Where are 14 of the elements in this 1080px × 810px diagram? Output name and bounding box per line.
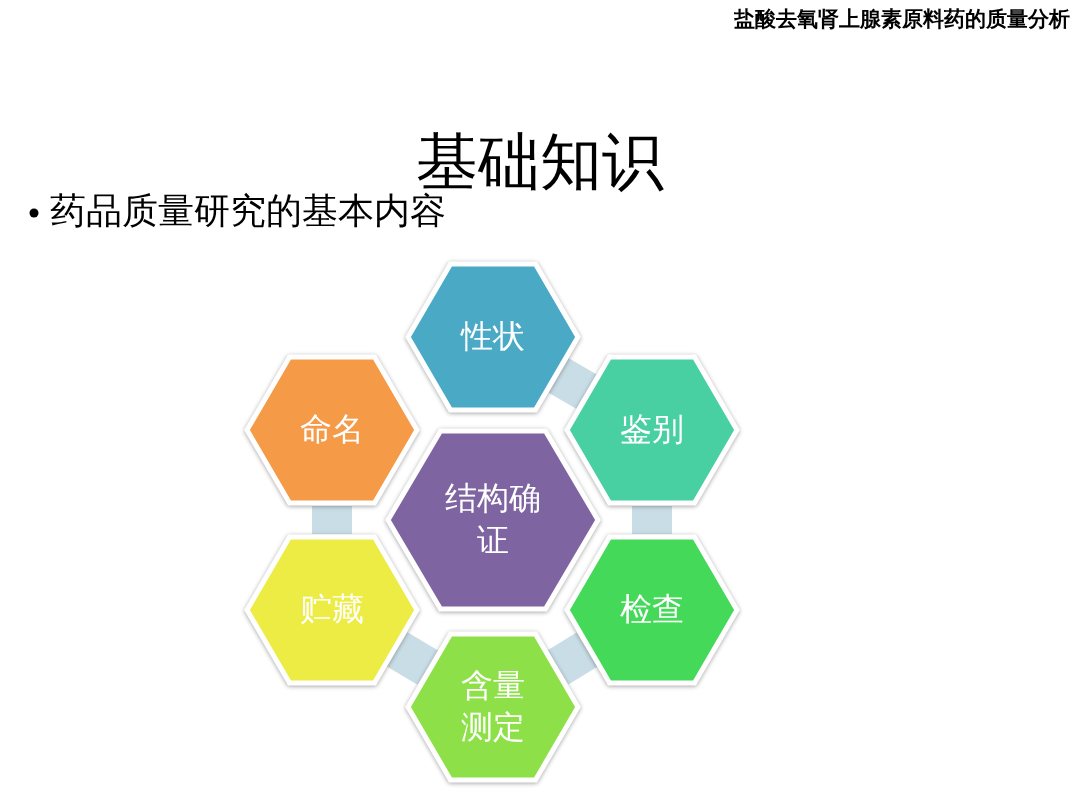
connector-band <box>548 358 597 409</box>
hexagon-label: 贮藏 <box>300 590 364 630</box>
connector-band <box>312 506 352 534</box>
header-title: 盐酸去氧肾上腺素原料药的质量分析 <box>733 6 1070 33</box>
hexagon-label: 命名 <box>300 410 364 450</box>
hexagon-label: 性状 <box>461 317 525 357</box>
bullet-text: 药品质量研究的基本内容 <box>50 190 447 233</box>
connector-band <box>386 632 439 685</box>
hexagon-label: 鉴别 <box>620 410 684 450</box>
hexagon-label: 结构确证 <box>444 479 542 560</box>
hexagon-label: 检查 <box>620 590 684 630</box>
hexagon-label: 含量测定 <box>460 666 526 747</box>
connector-band <box>547 632 598 685</box>
connector-band <box>632 506 672 534</box>
